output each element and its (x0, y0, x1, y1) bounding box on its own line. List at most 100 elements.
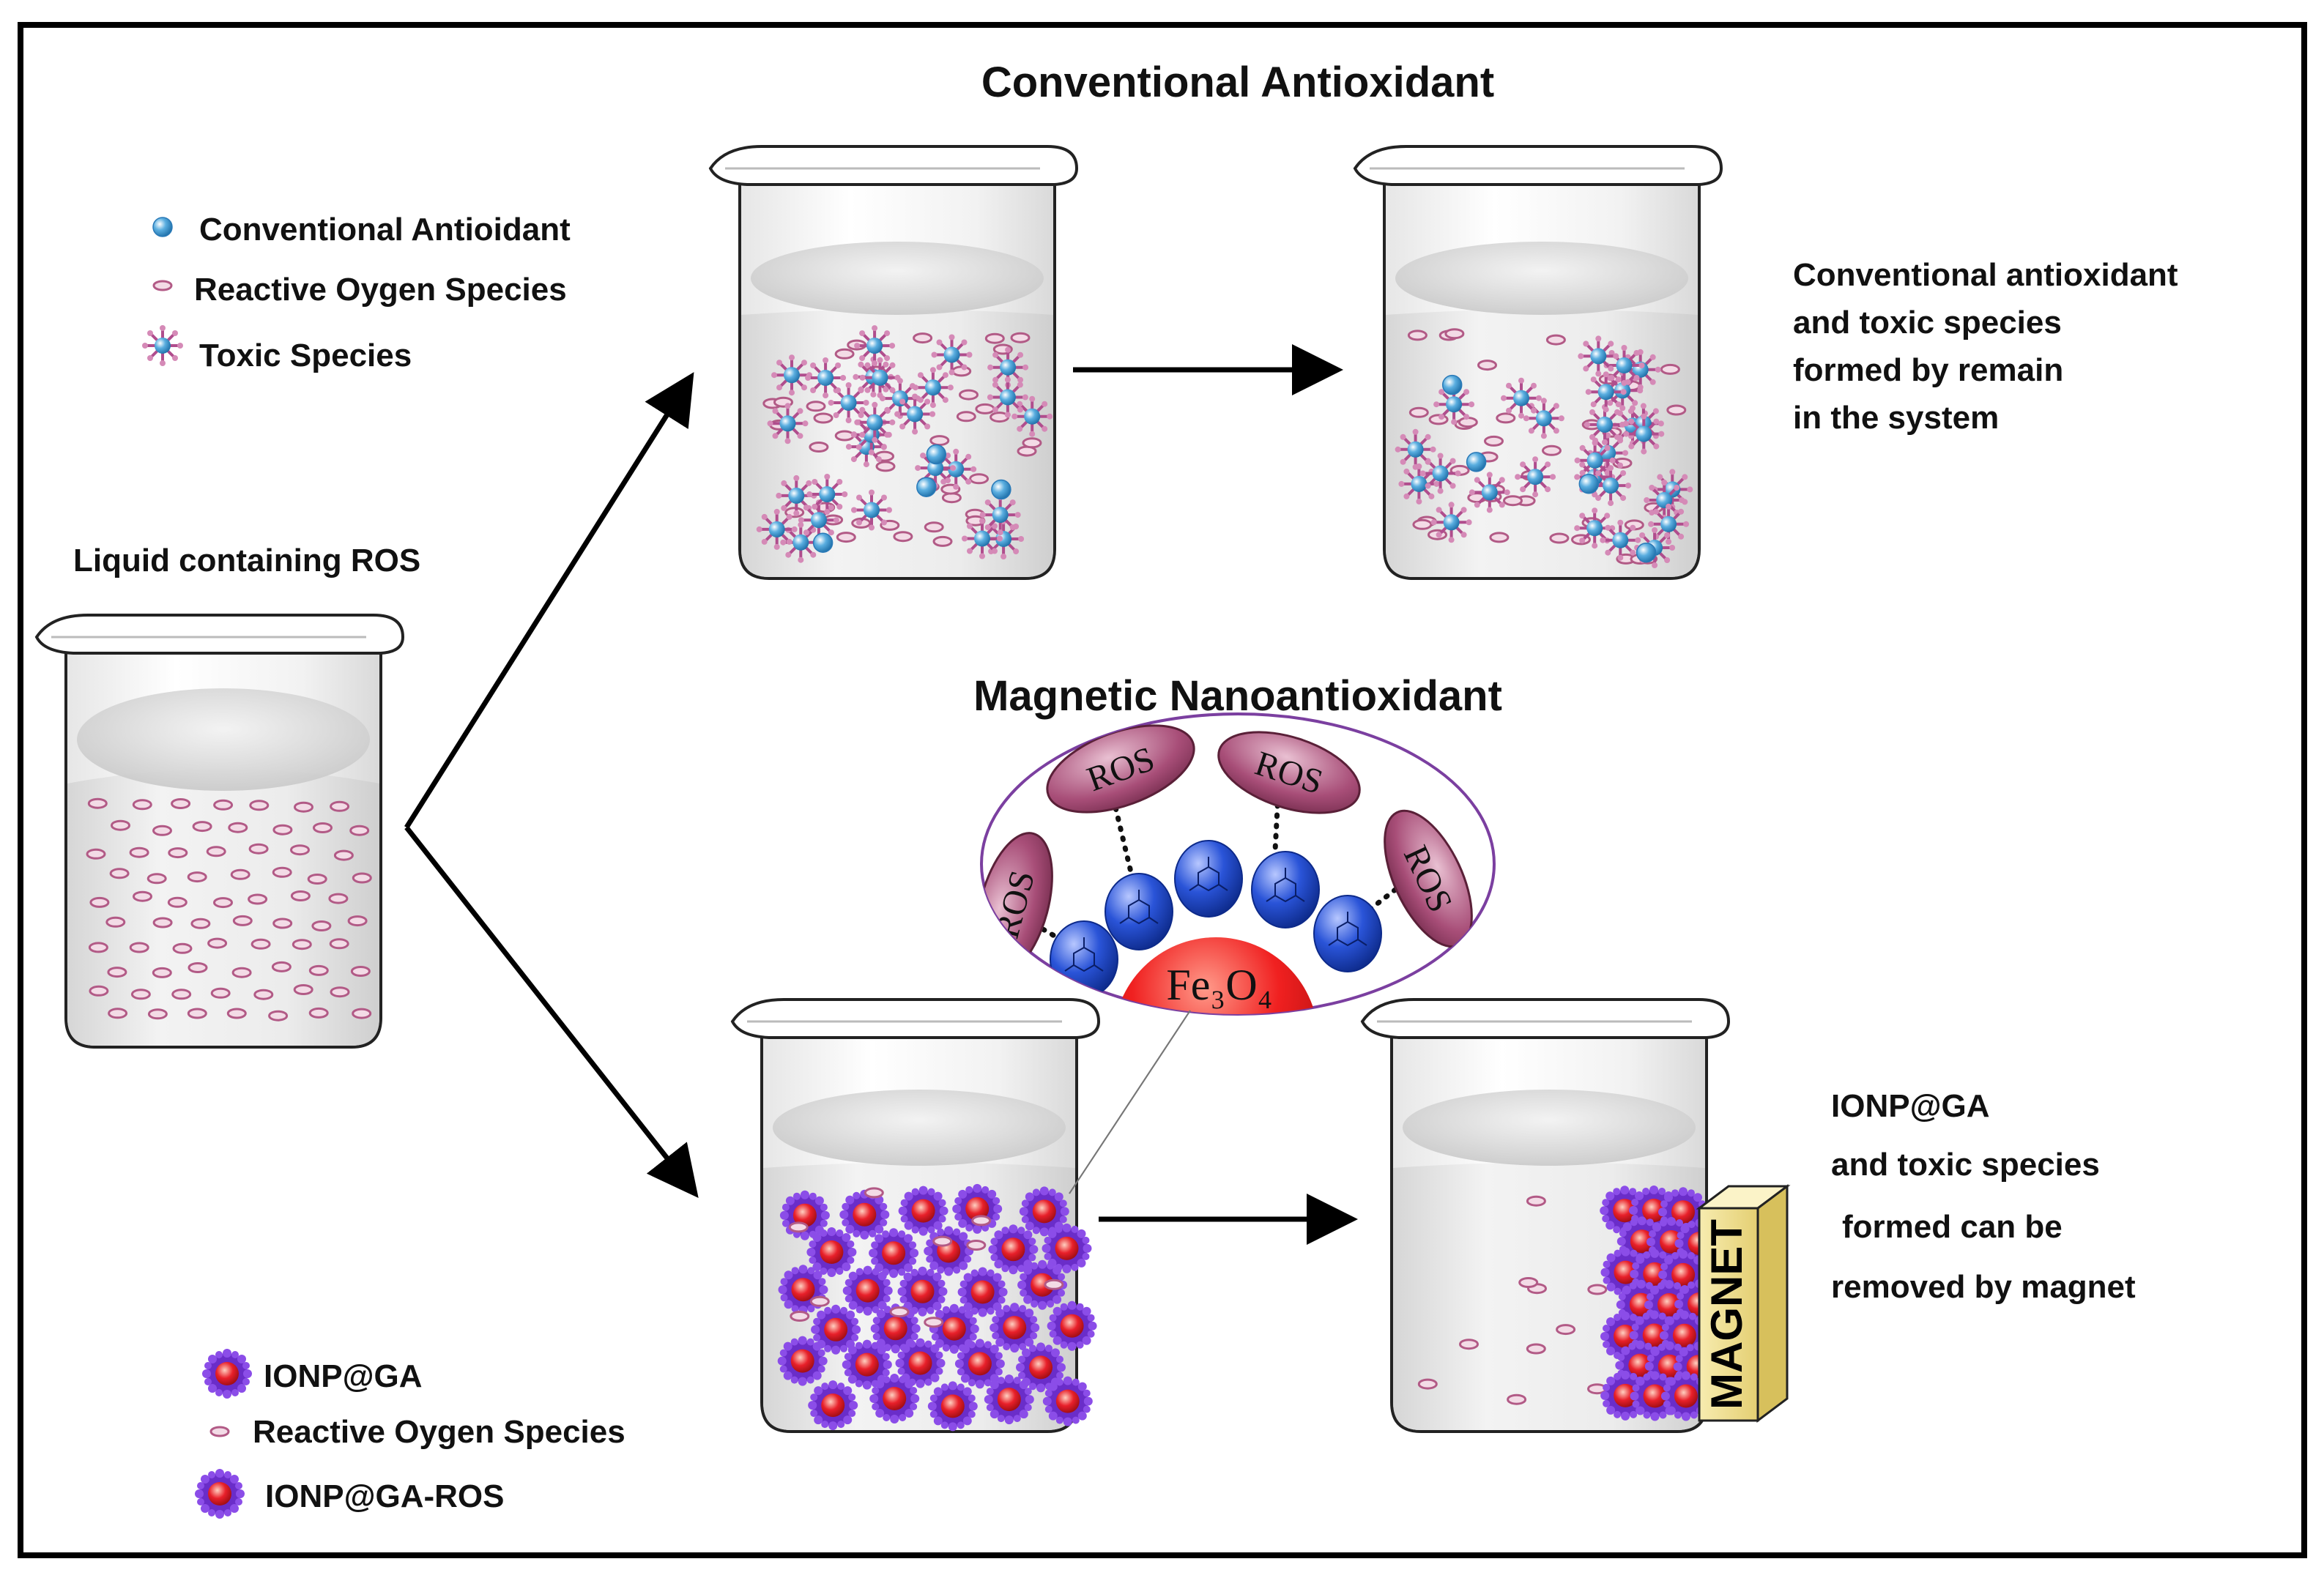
toxic-species (1467, 470, 1512, 515)
ros-particle (109, 868, 130, 879)
ros-icon (209, 1426, 230, 1437)
arrow-to-conventional (404, 372, 694, 829)
ros-particle (272, 918, 293, 929)
ros-particle (875, 461, 896, 472)
ros-ellipse-2: ROS (1217, 731, 1361, 814)
legend-top-item3: Toxic Species (199, 338, 412, 373)
ros-particle (105, 916, 126, 928)
beaker-magnetic-2 (1360, 998, 1731, 1433)
ros-particle (89, 985, 109, 997)
ros-particle (1484, 435, 1504, 447)
toxic-species (853, 324, 897, 368)
caption-top-line3: formed by remain (1793, 352, 2063, 388)
ros-particle (249, 800, 270, 811)
ionp-ga (927, 1381, 978, 1432)
ros-particle (924, 521, 944, 533)
ros-particle (228, 822, 248, 833)
ros-particle (330, 986, 350, 998)
ros-particle (932, 535, 953, 547)
title-conventional-antioxidant: Conventional Antioxidant (981, 59, 1494, 106)
toxic-species (1499, 376, 1543, 420)
legend-bottom-item2: Reactive Oygen Species (253, 1414, 625, 1450)
toxic-species (853, 400, 897, 444)
ros-particle (308, 1007, 329, 1019)
ros-particle (350, 966, 371, 977)
ros-particle (210, 987, 231, 999)
conventional-antioxidant (1441, 374, 1463, 395)
ros-particle (213, 799, 234, 811)
toxic-species (1429, 500, 1474, 545)
caption-top-line4: in the system (1793, 400, 1999, 436)
ros-particle (834, 348, 855, 360)
ros-particle (146, 873, 167, 885)
ionp-ga (808, 1380, 858, 1431)
ros-particle (1407, 330, 1428, 341)
caption-top: Conventional antioxidant and toxic speci… (1793, 257, 2178, 436)
ionp-ga (898, 1186, 948, 1236)
ros-particle (313, 822, 333, 833)
toxic-species (770, 353, 814, 398)
ros-particle (352, 1008, 372, 1019)
toxic-species-icon (141, 324, 185, 368)
ros-particle (790, 1311, 810, 1322)
legend-bottom-item3: IONP@GA-ROS (265, 1478, 504, 1514)
ros-particle (171, 798, 191, 809)
ros-particle (349, 825, 370, 836)
legend-top-item2: Reactive Oygen Species (194, 272, 567, 308)
ros-particle (111, 819, 130, 831)
ros-particle (311, 920, 332, 931)
conventional-antioxidant-icon (152, 217, 173, 237)
legend-top: Conventional Antioidant Reactive Oygen S… (141, 212, 571, 373)
title-magnetic-nanoantioxidant: Magnetic Nanoantioxidant (973, 672, 1502, 720)
toxic-species (1513, 455, 1558, 499)
ros-particle (107, 967, 127, 978)
ros-particle (975, 403, 995, 414)
ros-particle (984, 332, 1005, 344)
ros-particle (294, 801, 313, 813)
ros-particle (809, 1295, 830, 1307)
ros-particle (268, 1010, 289, 1021)
ros-particle (132, 799, 152, 811)
ros-particle (893, 531, 913, 543)
toxic-species (910, 365, 955, 410)
ros-particle (1526, 1195, 1546, 1207)
beaker-magnetic-1 (730, 998, 1101, 1433)
ros-particle (329, 938, 349, 950)
ga-molecule-icon (1313, 895, 1382, 972)
ros-particle (1556, 1324, 1576, 1336)
ros-particle (172, 942, 193, 954)
beaker-conventional-1 (708, 145, 1079, 580)
ros-particle (333, 849, 354, 861)
caption-bottom-line4: removed by magnet (1831, 1269, 2136, 1305)
conventional-antioxidant (916, 477, 937, 497)
caption-bottom-line2: and toxic species (1831, 1147, 2100, 1183)
conventional-antioxidant (926, 444, 947, 465)
ros-particle (87, 797, 108, 809)
toxic-species (754, 507, 799, 551)
ros-particle (187, 1008, 207, 1019)
ionp-ga (778, 1265, 828, 1315)
ros-particle (1417, 1378, 1438, 1390)
ros-ellipse-3: ROS (1384, 809, 1473, 948)
ros-particle (307, 874, 327, 885)
ros-particle (913, 332, 933, 344)
ros-particle (889, 1306, 910, 1318)
legend-bottom-item1: IONP@GA (264, 1358, 422, 1394)
ros-particle (248, 843, 269, 855)
arrows (404, 344, 1358, 1245)
ros-particle (272, 824, 293, 835)
toxic-species (893, 392, 938, 436)
magnet: MAGNET (1696, 1184, 1791, 1423)
ros-particle (207, 937, 228, 949)
ros-particle (226, 1008, 247, 1019)
ros-particle (1545, 334, 1566, 346)
ros-particle (129, 846, 149, 858)
ga-molecule-icon (1174, 840, 1243, 918)
ionp-ga (1042, 1376, 1093, 1426)
ros-particle (864, 1187, 884, 1199)
conventional-antioxidant (991, 479, 1011, 500)
ros-particle (271, 961, 292, 972)
toxic-species (1598, 518, 1643, 562)
conventional-antioxidant (1466, 452, 1487, 472)
